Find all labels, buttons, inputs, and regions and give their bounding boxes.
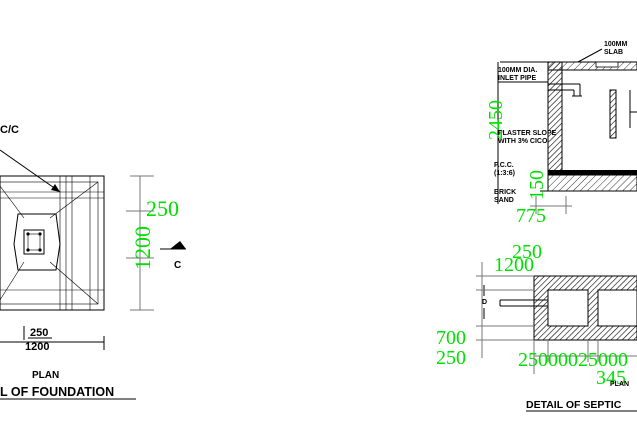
slab-leader — [577, 48, 603, 63]
diag-3 — [0, 261, 25, 301]
bottom-dims: 25000025000 — [518, 349, 628, 371]
slab-label-2: SLAB — [604, 49, 623, 56]
sand-label: SAND — [494, 197, 514, 204]
footing-outline — [0, 175, 105, 311]
septic-section: 100MM SLAB 100MM DIA. INLET PIPE PLASTER… — [485, 41, 637, 227]
chamber-1 — [547, 289, 589, 327]
cc-leader — [0, 149, 61, 193]
left-wall — [547, 61, 563, 175]
dim-250-top: 250 — [512, 241, 542, 263]
section-mark-d: D — [482, 299, 487, 306]
pcc-label-2: (1:3:6) — [494, 170, 515, 177]
slab-label-1: 100MM — [604, 41, 628, 48]
pcc-bed — [547, 174, 637, 192]
inlet-label-1: 100MM DIA. — [498, 67, 537, 74]
diag-4 — [49, 261, 99, 305]
plaster-label-2: WITH 3% CICO — [498, 138, 548, 145]
septic-title: DETAIL OF SEPTIC — [526, 399, 622, 411]
plan-label-septic: PLAN — [610, 381, 629, 388]
dim-250-h: 250 — [146, 196, 179, 221]
septic-plan: D 250 1200 700 250 25000025000 345 PLAN … — [436, 241, 637, 412]
foundation-plan: C/C 250 1200 PLAN L OF FOUN — [0, 124, 186, 400]
dim-150: 150 — [526, 170, 548, 200]
column-outline — [23, 229, 45, 255]
cc-label: C/C — [0, 124, 19, 136]
plan-label: PLAN — [32, 370, 59, 381]
floor-slab — [548, 170, 637, 175]
pcc-label-1: P.C.C. — [494, 162, 514, 169]
diag-1 — [0, 185, 25, 219]
dim-1200-top: 1200 — [494, 254, 534, 276]
rebar-2 — [38, 232, 42, 236]
dim-2450: 2450 — [485, 100, 507, 140]
rebar-3 — [26, 248, 30, 252]
dim-345: 345 — [596, 367, 626, 389]
dim-775: 775 — [516, 205, 546, 227]
chamber-2 — [597, 289, 637, 327]
dim-250-w: 250 — [30, 327, 48, 339]
column-inner — [27, 233, 41, 251]
rebar-4 — [38, 248, 42, 252]
section-mark-c: C — [174, 260, 181, 271]
dim-700: 700 — [436, 327, 466, 349]
rebar-1 — [26, 232, 30, 236]
dim-250-bottom: 250 — [436, 347, 466, 369]
baffle-wall — [609, 89, 617, 139]
cc-leader-arrow — [51, 184, 60, 192]
foundation-title: L OF FOUNDATION — [0, 385, 114, 399]
inlet-label-2: INLET PIPE — [498, 75, 536, 82]
dim-1200-w: 1200 — [25, 341, 49, 353]
section-mark-arrow — [170, 241, 186, 249]
slab-opening — [595, 61, 619, 68]
brick-label: BRICK — [494, 189, 516, 196]
dim-1200-h: 1200 — [130, 226, 155, 270]
footing-step-outline — [0, 181, 99, 305]
pedestal-outline — [13, 213, 61, 271]
diag-2 — [49, 181, 99, 219]
plaster-label-1: PLASTER SLOPE — [498, 130, 557, 137]
